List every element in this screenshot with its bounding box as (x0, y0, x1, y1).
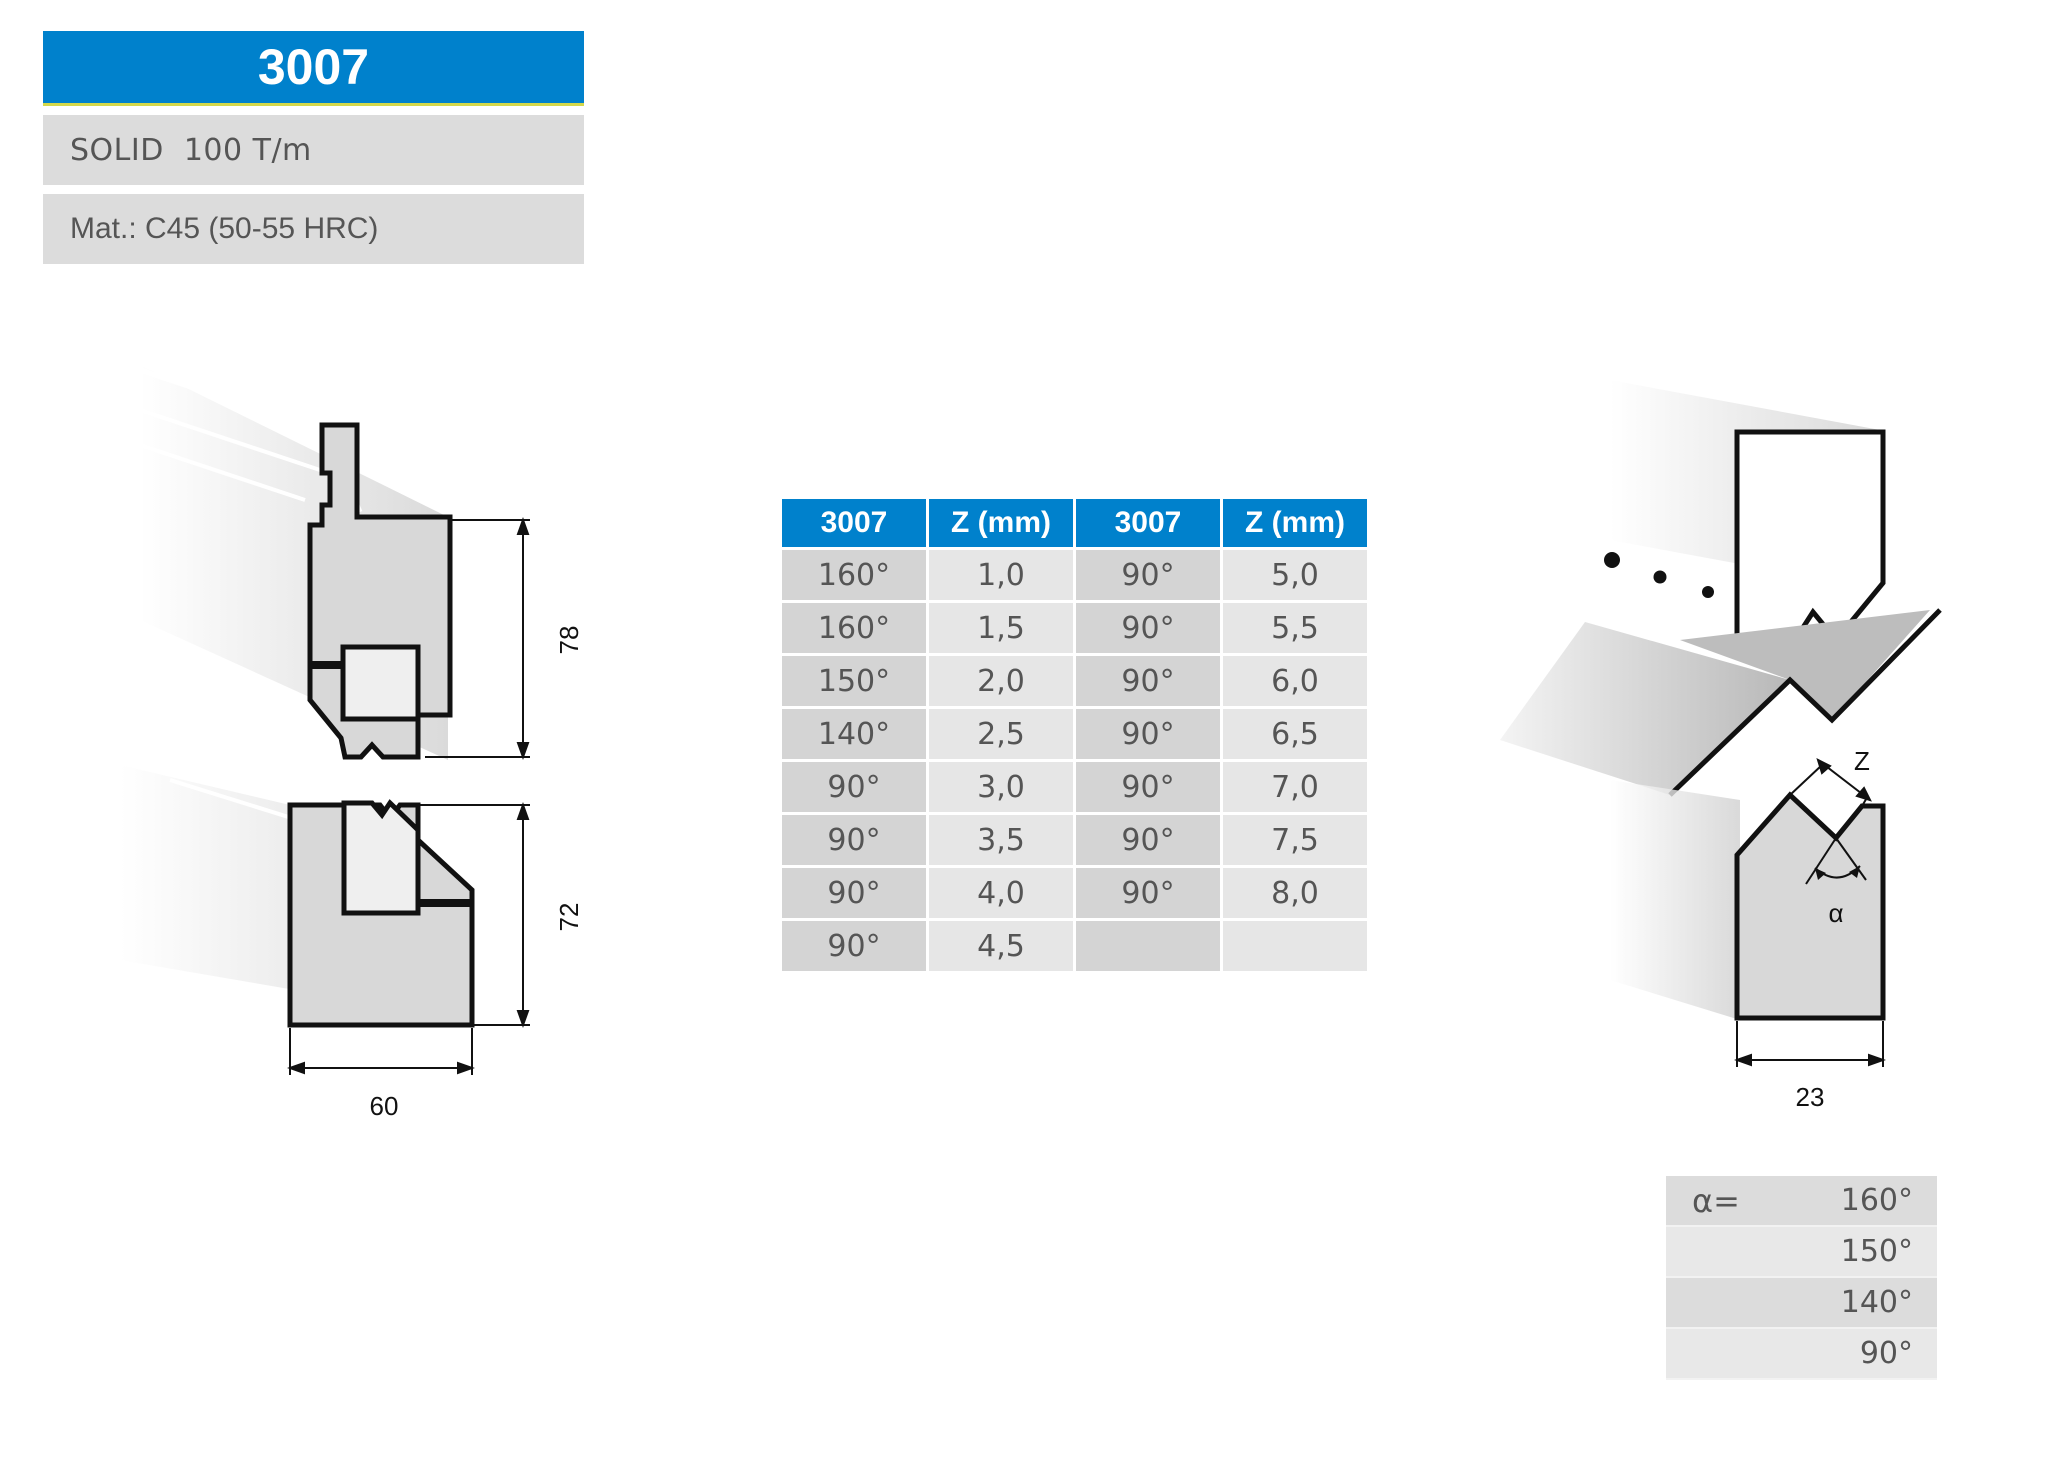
alpha-value: 160° (1802, 1176, 1937, 1227)
dot-1 (1604, 552, 1620, 568)
alpha-row: α= 160° (1666, 1176, 1937, 1227)
angle-cell: 90° (1076, 868, 1220, 918)
dot-3 (1702, 586, 1714, 598)
alpha-row: 140° (1666, 1277, 1937, 1329)
table-row: 140° 2,5 90° 6,5 (782, 709, 1367, 759)
z-cell: 2,0 (929, 656, 1073, 706)
angle-cell: 160° (782, 550, 926, 600)
alpha-value: 150° (1802, 1226, 1937, 1278)
z-cell: 7,5 (1223, 815, 1367, 865)
angle-cell: 90° (1076, 815, 1220, 865)
table-row: 90° 4,5 (782, 921, 1367, 971)
material-label: Mat.: C45 (50-55 HRC) (70, 212, 379, 245)
z-dimension (1789, 758, 1872, 807)
type-label: SOLID (70, 132, 164, 168)
dim-72-label: 72 (554, 903, 584, 932)
alpha-equals-label: α= (1666, 1176, 1802, 1227)
z-cell: 1,0 (929, 550, 1073, 600)
angle-cell: 90° (782, 815, 926, 865)
sheet-metal-right (1680, 610, 1930, 720)
angle-cell: 90° (1076, 550, 1220, 600)
dimension-height-upper (425, 517, 530, 760)
alpha-label: α (1828, 898, 1843, 928)
z-label: Z (1854, 746, 1870, 776)
angle-cell: 90° (782, 921, 926, 971)
z-cell: 7,0 (1223, 762, 1367, 812)
z-cell: 8,0 (1223, 868, 1367, 918)
lower-die-profile (1734, 791, 1886, 1021)
z-cell: 2,5 (929, 709, 1073, 759)
dim-78-label: 78 (554, 626, 584, 655)
angle-cell: 150° (782, 656, 926, 706)
capacity-label: 100 T/m (183, 132, 312, 168)
alpha-value: 90° (1802, 1328, 1937, 1380)
z-cell: 5,5 (1223, 603, 1367, 653)
col-header-z-a: Z (mm) (929, 499, 1073, 547)
dimension-height-lower (420, 802, 530, 1028)
z-cell: 3,0 (929, 762, 1073, 812)
material-row: Mat.: C45 (50-55 HRC) (43, 194, 584, 264)
lower-die-shade (1610, 780, 1740, 1020)
angle-cell: 90° (782, 762, 926, 812)
angle-cell: 90° (1076, 762, 1220, 812)
upper-punch-profile (1734, 429, 1886, 644)
angle-cell: 90° (1076, 656, 1220, 706)
dimension-width (287, 1028, 475, 1075)
z-cell: 4,5 (929, 921, 1073, 971)
alpha-table: α= 160° 150° 140° 90° (1666, 1176, 1937, 1380)
z-cell: 5,0 (1223, 550, 1367, 600)
col-header-3007-b: 3007 (1076, 499, 1220, 547)
sheet-metal-left (1500, 622, 1790, 795)
table-row: 90° 3,5 90° 7,5 (782, 815, 1367, 865)
z-cell: 4,0 (929, 868, 1073, 918)
dim-60-label: 60 (370, 1091, 399, 1121)
dot-2 (1653, 570, 1667, 584)
angle-cell: 160° (782, 603, 926, 653)
dimension-width-right (1734, 1021, 1886, 1067)
bending-illustration: Z α 23 (1500, 380, 1942, 1112)
table-row: 160° 1,0 90° 5,0 (782, 550, 1367, 600)
angle-cell (1076, 921, 1220, 971)
z-cell: 6,5 (1223, 709, 1367, 759)
z-table: 3007 Z (mm) 3007 Z (mm) 160° 1,0 90° 5,0… (779, 496, 1370, 974)
alpha-value: 140° (1802, 1277, 1937, 1329)
alpha-row: 150° (1666, 1226, 1937, 1278)
z-cell (1223, 921, 1367, 971)
col-header-3007-a: 3007 (782, 499, 926, 547)
col-header-z-b: Z (mm) (1223, 499, 1367, 547)
dim-23-label: 23 (1796, 1082, 1825, 1112)
table-row: 160° 1,5 90° 5,5 (782, 603, 1367, 653)
type-capacity-row: SOLID 100 T/m (43, 115, 584, 185)
angle-cell: 90° (782, 868, 926, 918)
table-row: 150° 2,0 90° 6,0 (782, 656, 1367, 706)
z-cell: 1,5 (929, 603, 1073, 653)
table-row: 90° 3,0 90° 7,0 (782, 762, 1367, 812)
sheet-edge (1668, 608, 1942, 797)
z-table-header-row: 3007 Z (mm) 3007 Z (mm) (782, 499, 1367, 547)
product-title: 3007 (43, 31, 584, 106)
z-cell: 3,5 (929, 815, 1073, 865)
angle-cell: 90° (1076, 709, 1220, 759)
table-row: 90° 4,0 90° 8,0 (782, 868, 1367, 918)
alpha-row: 90° (1666, 1328, 1937, 1380)
angle-cell: 90° (1076, 603, 1220, 653)
tool-cross-section-drawing: 78 72 60 (120, 365, 584, 1121)
z-cell: 6,0 (1223, 656, 1367, 706)
punch-insert (340, 644, 421, 722)
angle-cell: 140° (782, 709, 926, 759)
